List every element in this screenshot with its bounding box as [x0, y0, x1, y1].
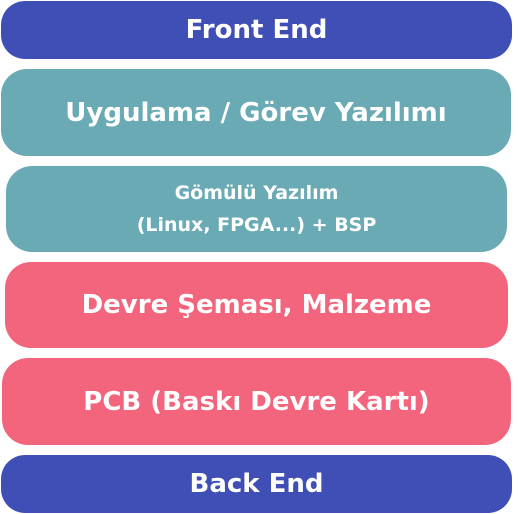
schematic-materials-layer: Devre Şeması, Malzeme — [5, 262, 508, 348]
schematic-materials-label: Devre Şeması, Malzeme — [81, 290, 432, 320]
front-end-layer: Front End — [1, 1, 512, 59]
back-end-layer: Back End — [1, 455, 512, 513]
pcb-label: PCB (Baskı Devre Kartı) — [83, 386, 430, 417]
embedded-software-layer: Gömülü Yazılım (Linux, FPGA...) + BSP — [6, 166, 507, 252]
embedded-software-label-line-1: Gömülü Yazılım — [174, 182, 339, 204]
embedded-software-label-line-2: (Linux, FPGA...) + BSP — [136, 214, 377, 236]
application-software-layer: Uygulama / Görev Yazılımı — [1, 69, 511, 156]
back-end-label: Back End — [189, 469, 324, 499]
application-software-label: Uygulama / Görev Yazılımı — [65, 97, 447, 128]
front-end-label: Front End — [185, 15, 328, 45]
pcb-layer: PCB (Baskı Devre Kartı) — [2, 358, 511, 445]
